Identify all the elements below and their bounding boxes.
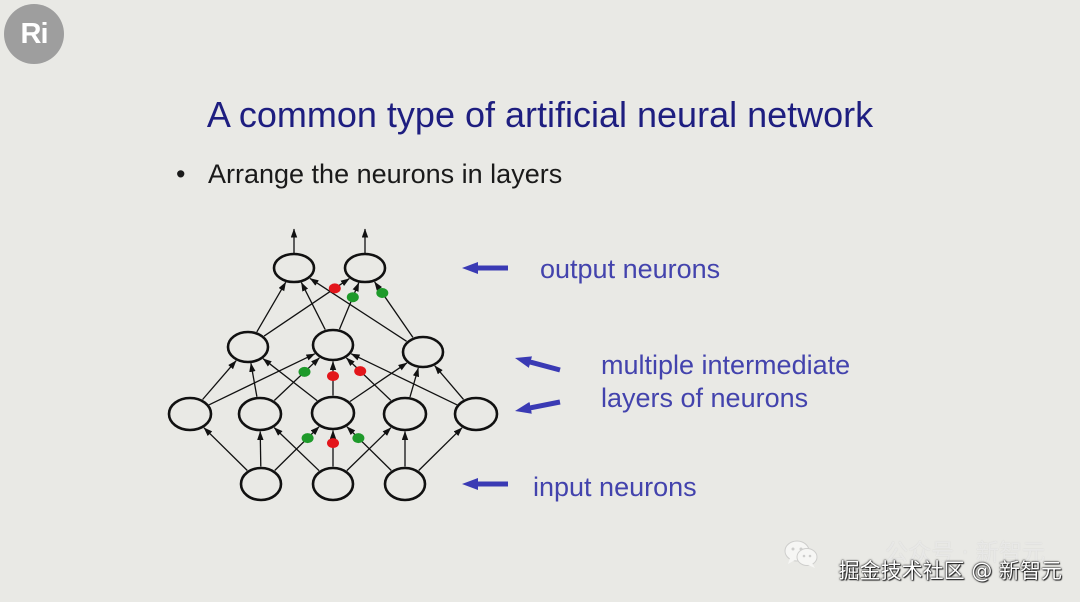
- connection-arrow: [202, 360, 237, 400]
- hidden-neuron: [167, 396, 213, 432]
- pointer-arrow-intermediate-upper: [515, 356, 561, 373]
- connection-arrow: [208, 353, 316, 406]
- connection-arrow: [350, 353, 458, 406]
- connection-arrow: [409, 367, 420, 398]
- weight-marker-green: [376, 288, 389, 298]
- hidden-layer-lower: [167, 395, 499, 432]
- wechat-icon: [784, 540, 818, 568]
- input-neuron: [311, 466, 355, 502]
- hidden-neuron: [226, 330, 270, 364]
- connection-arrow: [257, 431, 264, 467]
- connection-arrow: [273, 427, 320, 472]
- slide-title: A common type of artificial neural netwo…: [206, 94, 874, 135]
- connection-arrow: [309, 277, 407, 342]
- hidden-neuron: [310, 395, 356, 431]
- weight-marker-green: [352, 433, 365, 444]
- bullet-text: Arrange the neurons in layers: [208, 159, 563, 189]
- weight-marker-red: [354, 366, 367, 377]
- connection-arrow: [203, 427, 248, 471]
- weight-marker-red: [327, 438, 339, 449]
- weight-marker-red: [328, 283, 341, 294]
- hidden-neuron: [453, 396, 499, 432]
- connection-arrow: [349, 362, 408, 403]
- label-output-neurons: output neurons: [540, 254, 721, 284]
- input-neuron: [239, 466, 283, 502]
- weight-marker-green: [298, 366, 311, 377]
- logo-badge: Ri: [4, 4, 64, 64]
- connection-arrow: [345, 357, 392, 401]
- label-input-neurons: input neurons: [533, 472, 697, 502]
- hidden-neuron: [237, 396, 283, 432]
- input-neuron: [383, 466, 427, 502]
- hidden-neuron: [311, 328, 355, 362]
- connection-arrow: [338, 282, 360, 330]
- pointer-arrows: [462, 262, 561, 490]
- connections: [202, 228, 464, 472]
- weight-marker-green: [301, 433, 314, 444]
- watermark-line1: 公众号 · 新智元: [885, 540, 1045, 566]
- bullet-marker: •: [176, 159, 186, 189]
- connection-arrow: [249, 362, 258, 397]
- connection-arrow: [434, 365, 464, 400]
- connection-arrow: [346, 426, 392, 471]
- connection-arrow: [263, 278, 350, 337]
- hidden-neuron: [382, 396, 428, 432]
- weight-marker-red: [327, 371, 339, 382]
- label-intermediate-line1: multiple intermediate: [601, 350, 851, 380]
- connection-arrow: [300, 282, 326, 330]
- watermark-line2: 掘金技术社区 @ 新智元: [838, 559, 1062, 583]
- output-neuron: [343, 252, 387, 284]
- input-layer: [239, 466, 427, 502]
- label-intermediate-line2: layers of neurons: [601, 383, 809, 413]
- hidden-layer-upper: [226, 328, 445, 369]
- connection-arrow: [418, 427, 463, 471]
- connection-arrow: [262, 358, 318, 402]
- weight-markers: [298, 283, 389, 449]
- connection-arrow: [274, 426, 320, 471]
- connection-arrow: [273, 357, 320, 401]
- hidden-neuron: [401, 335, 445, 369]
- output-neuron: [272, 252, 316, 284]
- connection-arrow: [256, 281, 287, 333]
- connection-arrow: [374, 281, 414, 338]
- connection-arrow: [346, 427, 392, 472]
- weight-marker-green: [346, 292, 359, 303]
- pointer-arrow-intermediate-lower: [515, 399, 561, 414]
- output-layer: [272, 252, 387, 284]
- logo-text: Ri: [20, 17, 49, 50]
